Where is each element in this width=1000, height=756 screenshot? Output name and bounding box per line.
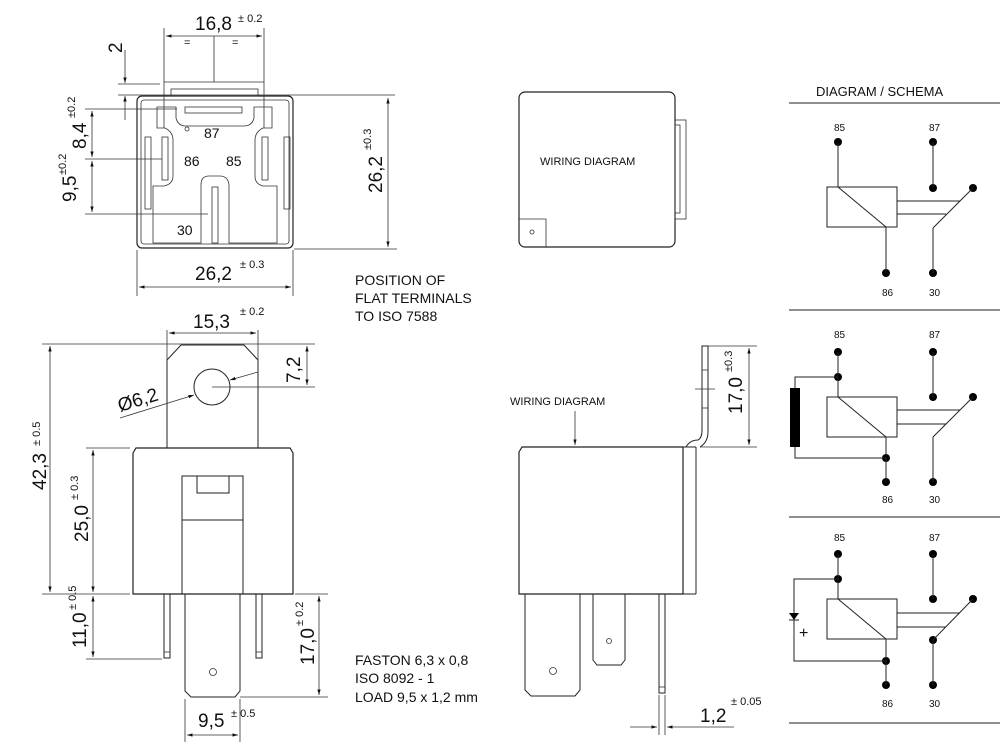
svg-text:30: 30 <box>929 288 941 299</box>
faston-note: FASTON 6,3 x 0,8 ISO 8092 - 1 LOAD 9,5 x… <box>355 652 478 705</box>
tol-terminal-width: ± 0.5 <box>231 708 255 720</box>
front-view: 15,3 ± 0.2 7,2 Ø6,2 42,3 ± 0.5 25,0 ± 0.… <box>30 306 328 742</box>
dim-height: 26,2 <box>366 156 387 193</box>
pin-label-86: 86 <box>184 153 200 169</box>
tol-height: ±0.3 <box>362 129 374 150</box>
dim-tab-width: 15,3 <box>193 312 230 333</box>
schema-diode: 85 87 86 30 + <box>789 533 977 710</box>
dim-pin-length: 11,0 <box>70 612 91 648</box>
svg-text:=: = <box>232 37 238 49</box>
side-wiring-label: WIRING DIAGRAM <box>510 396 605 408</box>
svg-text:87: 87 <box>929 533 941 544</box>
tol-total-height: ± 0.5 <box>31 422 43 446</box>
pin-label-85: 85 <box>226 153 242 169</box>
svg-text:87: 87 <box>929 330 941 341</box>
dim-width-top: 16,8 <box>195 14 232 35</box>
schema-resistor: 85 87 86 30 <box>790 330 977 506</box>
svg-text:85: 85 <box>834 330 846 341</box>
dim-total-height: 42,3 <box>30 453 51 490</box>
svg-text:86: 86 <box>882 288 894 299</box>
top-view: 87 86 85 30 = = 16,8 ± 0.2 2 8,4 ±0.2 9,… <box>57 13 397 296</box>
plan-view: WIRING DIAGRAM <box>518 91 687 248</box>
tol-tab-width: ± 0.2 <box>240 306 264 318</box>
relay-body-plan <box>518 91 676 248</box>
svg-text:LOAD 9,5 x 1,2 mm: LOAD 9,5 x 1,2 mm <box>355 689 478 705</box>
svg-text:86: 86 <box>882 699 894 710</box>
svg-text:=: = <box>184 37 190 49</box>
tol-width-top: ± 0.2 <box>238 13 262 25</box>
dim-terminal-length: 17,0 <box>298 628 319 665</box>
tol-terminal-length: ± 0.2 <box>294 602 306 626</box>
tol-width: ± 0.3 <box>240 259 264 271</box>
tol-body-height: ± 0.3 <box>69 476 81 500</box>
svg-text:FASTON 6,3 x 0,8: FASTON 6,3 x 0,8 <box>355 652 469 668</box>
tol-tab-height: ±0.3 <box>723 351 735 372</box>
relay-body-front <box>132 447 294 595</box>
dim-gap: 2 <box>106 42 127 53</box>
schema-standard: 85 87 86 30 <box>826 123 977 299</box>
dim-offset-b: 9,5 <box>60 176 81 202</box>
dim-terminal-width: 9,5 <box>198 711 224 732</box>
svg-text:30: 30 <box>929 699 941 710</box>
side-view: 1,2 ± 0.05 17,0 ±0.3 WIRING DIAGRAM <box>510 345 762 735</box>
svg-text:TO ISO 7588: TO ISO 7588 <box>355 308 437 324</box>
pin-label-87: 87 <box>204 125 220 141</box>
svg-text:ISO 8092 - 1: ISO 8092 - 1 <box>355 670 435 686</box>
diode-icon <box>789 613 799 621</box>
schema-panel: DIAGRAM / SCHEMA 85 87 86 30 <box>789 84 1000 724</box>
schema-title: DIAGRAM / SCHEMA <box>816 84 943 99</box>
svg-text:85: 85 <box>834 533 846 544</box>
svg-text:87: 87 <box>929 123 941 134</box>
dim-pin-thickness: 1,2 <box>700 706 726 727</box>
tol-pin-thickness: ± 0.05 <box>731 696 762 708</box>
dim-tab-height: 17,0 <box>726 377 747 414</box>
terminal-position-note: POSITION OF FLAT TERMINALS TO ISO 7588 <box>355 272 472 324</box>
resistor-icon <box>790 388 800 447</box>
tol-pin-length: ± 0.5 <box>67 586 79 610</box>
svg-text:85: 85 <box>834 123 846 134</box>
svg-text:30: 30 <box>929 495 941 506</box>
pin-label-30: 30 <box>177 222 193 238</box>
dim-width: 26,2 <box>195 264 232 285</box>
svg-text:POSITION OF: POSITION OF <box>355 272 445 288</box>
plan-wiring-label: WIRING DIAGRAM <box>540 156 635 168</box>
relay-body-side <box>518 446 684 595</box>
relay-body-top <box>136 95 294 249</box>
dim-hole-offset: 7,2 <box>284 357 305 383</box>
tol-offset-b: ±0.2 <box>57 154 69 175</box>
tol-offset-a: ±0.2 <box>66 97 78 118</box>
svg-text:FLAT TERMINALS: FLAT TERMINALS <box>355 290 472 306</box>
dim-offset-a: 8,4 <box>70 122 91 149</box>
svg-text:86: 86 <box>882 495 894 506</box>
dim-body-height: 25,0 <box>72 505 93 542</box>
diode-polarity: + <box>799 625 808 642</box>
